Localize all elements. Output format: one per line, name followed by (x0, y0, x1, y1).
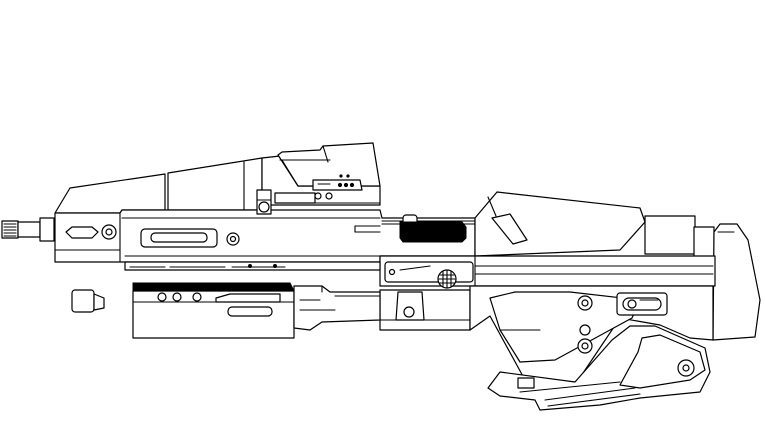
lower-connector (293, 285, 381, 331)
rear-upper-body (474, 191, 715, 258)
receiver (379, 255, 716, 291)
under-rail (124, 261, 381, 271)
stock (487, 325, 711, 411)
butt-pad (712, 223, 761, 341)
muzzle (1, 217, 55, 242)
sight-unit (256, 142, 381, 215)
lower-body (379, 285, 714, 386)
magazine (71, 282, 295, 339)
top-shroud (54, 157, 263, 214)
charging-handle (399, 214, 467, 243)
